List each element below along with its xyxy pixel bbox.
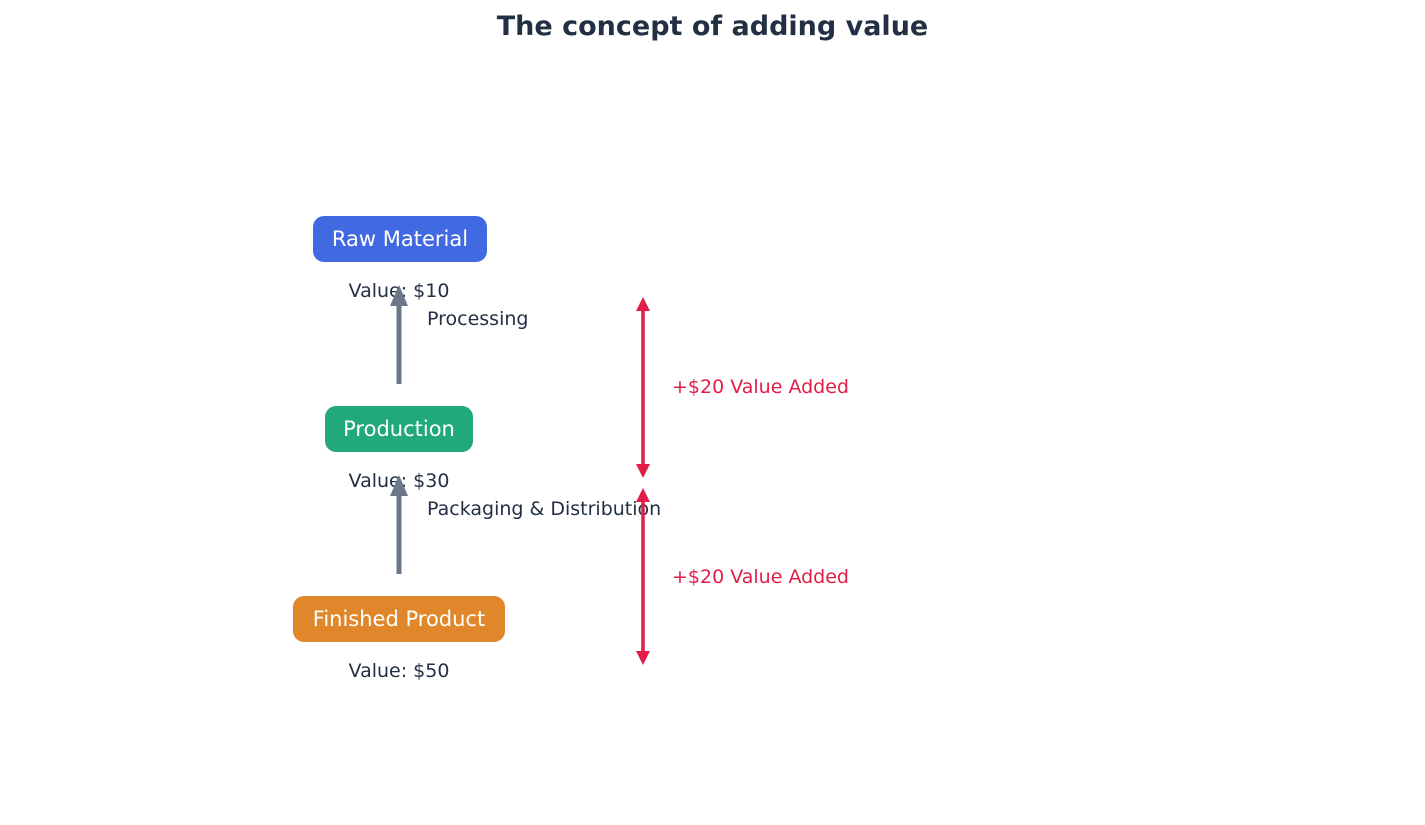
stage-box-finished-product: Finished Product [293,596,505,642]
value-added-label-2: +$20 Value Added [672,566,849,588]
value-label-production: Value: $30 [348,470,450,492]
stage-box-production: Production [325,406,473,452]
process-label-packaging-distribution: Packaging & Distribution [427,498,662,520]
stage-box-raw-material: Raw Material [313,216,487,262]
diagram-title: The concept of adding value [496,11,929,42]
value-label-finished-product: Value: $50 [348,660,450,682]
value-added-label-1: +$20 Value Added [672,376,849,398]
value-label-raw-material: Value: $10 [348,280,450,302]
process-label-processing: Processing [427,308,529,330]
value-added-arrow-1 [636,297,650,478]
